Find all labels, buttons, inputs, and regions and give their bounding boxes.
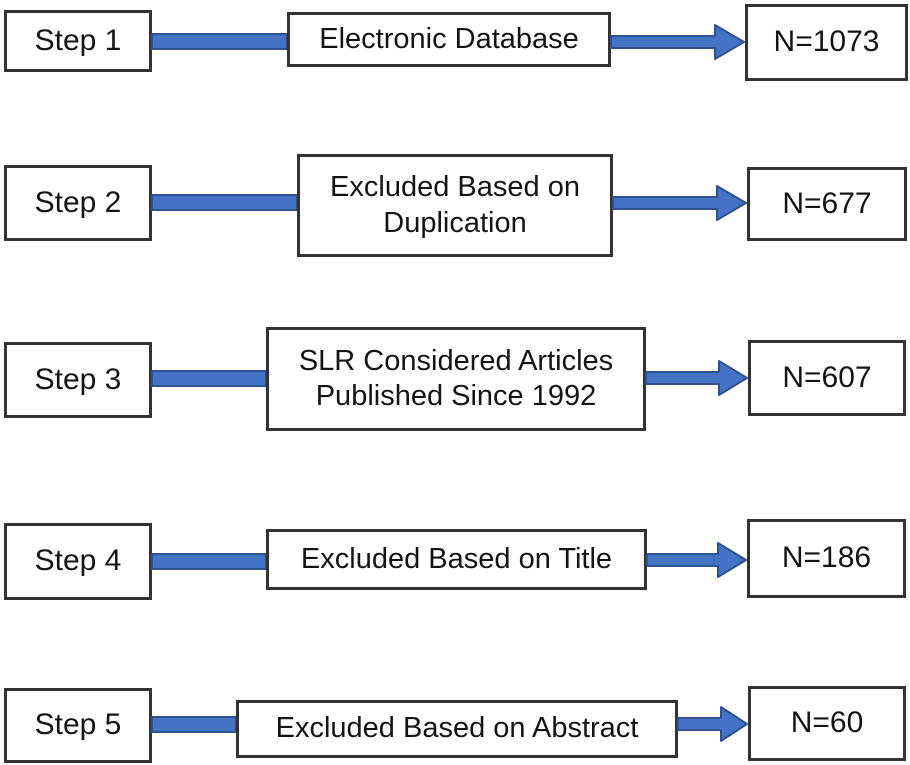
connector-shaft-icon bbox=[151, 33, 288, 50]
connector-shaft-icon bbox=[151, 370, 267, 387]
count-box: N=607 bbox=[748, 340, 906, 416]
description-box: Excluded Based on Title bbox=[266, 529, 647, 590]
description-box: Excluded Based on Abstract bbox=[236, 700, 678, 758]
description-box: Excluded Based on Duplication bbox=[297, 154, 613, 257]
connector-shaft-icon bbox=[151, 553, 267, 570]
right-arrow-icon bbox=[645, 358, 749, 398]
step-label-box: Step 5 bbox=[4, 688, 152, 763]
description-box: Electronic Database bbox=[287, 12, 611, 67]
step-label-box: Step 4 bbox=[4, 523, 152, 600]
description-box: SLR Considered Articles Published Since … bbox=[266, 327, 646, 431]
count-box: N=1073 bbox=[745, 4, 908, 81]
count-box: N=60 bbox=[748, 686, 906, 761]
right-arrow-icon bbox=[677, 704, 749, 744]
connector-shaft-icon bbox=[151, 716, 237, 733]
right-arrow-icon bbox=[610, 22, 746, 62]
right-arrow-icon bbox=[612, 183, 748, 223]
connector-shaft-icon bbox=[151, 194, 298, 211]
count-box: N=186 bbox=[747, 519, 906, 598]
right-arrow-icon bbox=[646, 540, 748, 580]
count-box: N=677 bbox=[747, 167, 907, 241]
step-label-box: Step 2 bbox=[4, 165, 152, 241]
step-label-box: Step 3 bbox=[4, 342, 152, 418]
step-label-box: Step 1 bbox=[4, 10, 152, 72]
